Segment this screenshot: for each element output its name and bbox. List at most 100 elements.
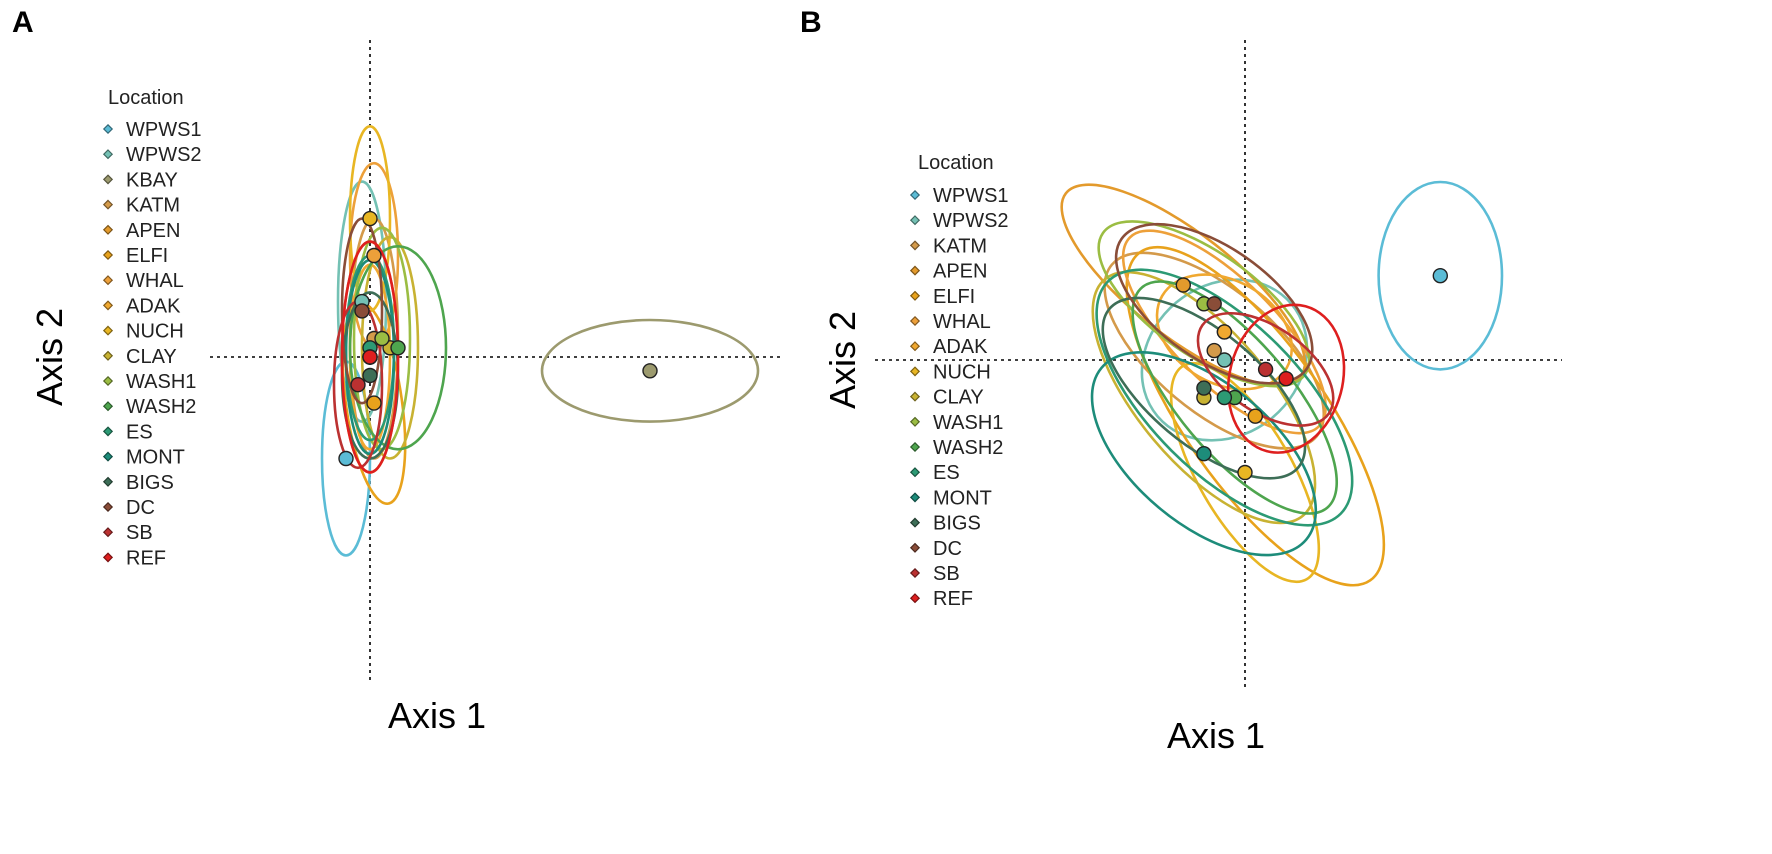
legend-label: REF	[126, 547, 166, 569]
legend-marker	[909, 416, 921, 427]
legend-item: APEN	[102, 220, 180, 242]
legend-label: WPWS2	[933, 210, 1009, 232]
legend-item: ELFI	[909, 286, 975, 308]
ellipse-wash2	[348, 244, 448, 451]
y-axis-title: Axis 2	[822, 311, 863, 409]
legend-marker	[102, 401, 114, 412]
legend-label: WASH1	[126, 371, 196, 393]
centroid-nuch	[362, 210, 378, 227]
legend-marker	[102, 350, 114, 361]
legend-marker	[102, 375, 114, 387]
legend-item: REF	[909, 588, 973, 610]
x-axis-title: Axis 1	[1167, 715, 1265, 756]
legend-marker	[102, 300, 114, 311]
legend-label: WHAL	[933, 311, 991, 333]
ellipse-ref	[340, 240, 400, 474]
centroid-dc	[1206, 296, 1222, 312]
legend-label: WASH1	[933, 412, 1003, 434]
legend-item: SB	[909, 563, 960, 585]
legend-item: WPWS1	[102, 119, 202, 141]
centroid-mont	[1196, 446, 1212, 462]
legend-marker	[909, 290, 921, 301]
legend-label: ES	[126, 421, 153, 443]
legend-item: WHAL	[909, 311, 991, 333]
legend-marker	[102, 174, 114, 185]
legend-marker	[909, 240, 921, 251]
legend-marker	[909, 189, 921, 201]
legend-label: BIGS	[933, 513, 981, 535]
x-axis-title: Axis 1	[388, 695, 486, 736]
centroid-bigs	[1196, 380, 1212, 396]
centroid-apen	[1175, 277, 1192, 293]
legend-item: WASH2	[909, 437, 1003, 459]
legend-item: APEN	[909, 261, 987, 283]
ellipse-sb	[1196, 311, 1335, 427]
legend-label: ADAK	[933, 336, 988, 358]
legend-title: Location	[918, 152, 994, 174]
legend-marker	[909, 366, 921, 377]
legend-item: ADAK	[102, 295, 181, 317]
legend-marker	[102, 123, 114, 135]
centroid-wash2	[390, 340, 406, 356]
legend-item: WPWS2	[102, 144, 202, 166]
legend-label: KATM	[933, 235, 987, 257]
ellipse-clay	[1091, 270, 1317, 525]
legend-label: WASH2	[126, 396, 196, 418]
legend-marker	[102, 426, 114, 437]
legend-item: ADAK	[909, 336, 988, 358]
ellipse-wash2	[1131, 280, 1339, 515]
legend-label: MONT	[933, 487, 992, 509]
legend-label: APEN	[933, 261, 987, 283]
ellipse-wpws1	[1377, 180, 1504, 371]
legend-marker	[909, 265, 921, 276]
centroid-elfi	[1247, 408, 1264, 424]
legend-marker	[909, 567, 921, 579]
legend-marker	[909, 517, 921, 528]
legend-item: DC	[909, 538, 962, 560]
legend-marker	[909, 315, 921, 327]
legend-label: NUCH	[933, 361, 991, 383]
legend-marker	[102, 199, 114, 210]
legend-label: REF	[933, 588, 973, 610]
ellipse-dc	[1114, 222, 1314, 385]
legend-label: ES	[933, 462, 960, 484]
legend-marker	[909, 467, 921, 478]
legend-label: SB	[126, 522, 153, 544]
legend-marker	[102, 275, 114, 286]
legend-marker	[909, 341, 921, 352]
legend-marker	[909, 441, 921, 453]
legend-item: KATM	[909, 235, 987, 257]
ellipse-dc	[340, 217, 384, 405]
ellipse-clay	[360, 235, 420, 460]
legend-item: REF	[102, 547, 166, 569]
legend-label: BIGS	[126, 472, 174, 494]
y-axis-title: Axis 2	[29, 308, 70, 406]
legend-item: NUCH	[102, 321, 184, 343]
legend-label: NUCH	[126, 321, 184, 343]
legend-item: ELFI	[102, 245, 168, 267]
panel-label: A	[12, 6, 34, 39]
legend-marker	[102, 149, 114, 160]
legend-item: WPWS2	[909, 210, 1009, 232]
legend-item: WPWS1	[909, 185, 1009, 207]
legend-label: APEN	[126, 220, 180, 242]
legend-label: ADAK	[126, 295, 181, 317]
ellipse-adak	[1155, 273, 1294, 391]
legend-title: Location	[108, 87, 184, 109]
legend-item: MONT	[102, 447, 185, 469]
legend-marker	[102, 249, 114, 261]
legend-marker	[102, 552, 114, 563]
ellipse-ref	[1226, 303, 1346, 454]
centroid-kbay	[642, 363, 658, 379]
centroid-wpws1	[338, 450, 354, 467]
centroid-sb	[350, 377, 366, 393]
legend-marker	[909, 215, 921, 226]
legend-label: WHAL	[126, 270, 184, 292]
legend-item: KBAY	[102, 169, 178, 191]
legend-marker	[102, 451, 114, 462]
legend-marker	[102, 224, 114, 235]
panel-label: B	[800, 6, 822, 39]
centroid-dc	[354, 303, 370, 319]
